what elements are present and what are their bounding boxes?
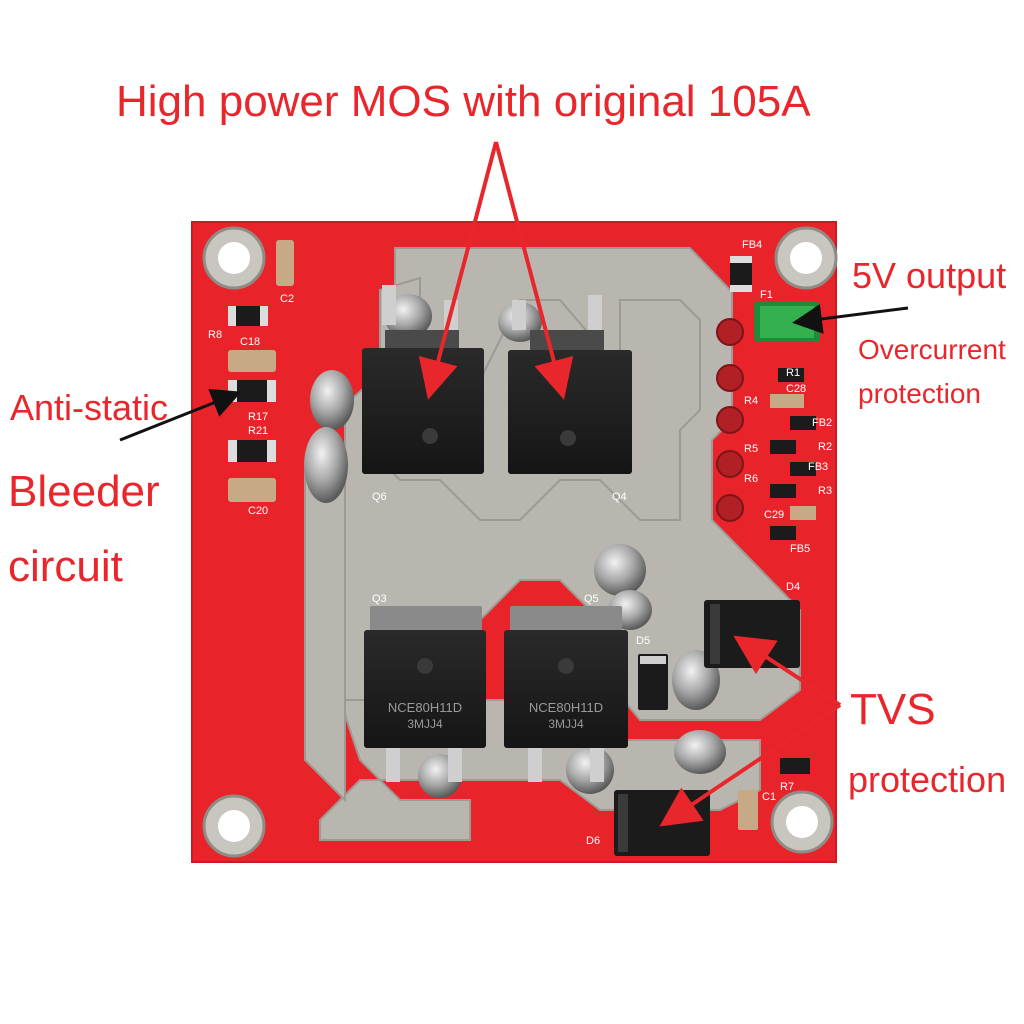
label-q4: Q4 — [612, 491, 627, 503]
tvs-protection-annotation: protection — [848, 759, 1007, 800]
label-r1: R1 — [786, 367, 800, 379]
label-d4: D4 — [786, 581, 800, 593]
overcurrent-annotation-1: Overcurrent — [858, 334, 1006, 365]
label-fb3: FB3 — [808, 461, 828, 473]
label-c1: C1 — [762, 791, 776, 803]
label-fb5: FB5 — [790, 543, 810, 555]
output-5v-annotation: 5V output — [852, 255, 1007, 296]
label-c28: C28 — [786, 383, 806, 395]
diode-d5 — [638, 654, 668, 710]
label-r4: R4 — [744, 395, 758, 407]
label-q6: Q6 — [372, 491, 387, 503]
label-r6: R6 — [744, 473, 758, 485]
circuit-annotation: circuit — [8, 542, 123, 591]
mosfet-q5: NCE80H11D 3MJJ4 — [504, 606, 628, 782]
tvs-diode-d4 — [704, 600, 800, 668]
label-r8: R8 — [208, 329, 222, 341]
mounting-holes — [202, 226, 838, 858]
bleeder-annotation: Bleeder — [8, 467, 160, 516]
mosfet-q5-marking-1: NCE80H11D — [529, 700, 603, 715]
mosfet-q3-marking-1: NCE80H11D — [388, 700, 462, 715]
label-r17: R17 — [248, 411, 268, 423]
label-fb2: FB2 — [812, 417, 832, 429]
label-c2: C2 — [280, 293, 294, 305]
mosfet-q3-marking-2: 3MJJ4 — [407, 717, 443, 731]
label-d6: D6 — [586, 835, 600, 847]
label-r21: R21 — [248, 425, 268, 437]
mos-annotation: High power MOS with original 105A — [116, 77, 811, 126]
label-c20: C20 — [248, 505, 268, 517]
label-c29: C29 — [764, 509, 784, 521]
label-d5: D5 — [636, 635, 650, 647]
annotation-arrows — [119, 141, 909, 827]
tvs-annotation: TVS — [850, 685, 936, 734]
label-r3: R3 — [818, 485, 832, 497]
test-pads — [716, 318, 744, 522]
label-f1: F1 — [760, 289, 773, 301]
label-q5: Q5 — [584, 593, 599, 605]
label-c18: C18 — [240, 336, 260, 348]
mosfet-q5-marking-2: 3MJJ4 — [548, 717, 584, 731]
label-q3: Q3 — [372, 593, 387, 605]
antistatic-annotation: Anti-static — [10, 387, 169, 428]
mosfet-q3: NCE80H11D 3MJJ4 — [364, 606, 486, 782]
overcurrent-annotation-2: protection — [858, 378, 981, 409]
label-fb4: FB4 — [742, 239, 762, 251]
label-r7: R7 — [780, 781, 794, 793]
label-r2: R2 — [818, 441, 832, 453]
label-r5: R5 — [744, 443, 758, 455]
